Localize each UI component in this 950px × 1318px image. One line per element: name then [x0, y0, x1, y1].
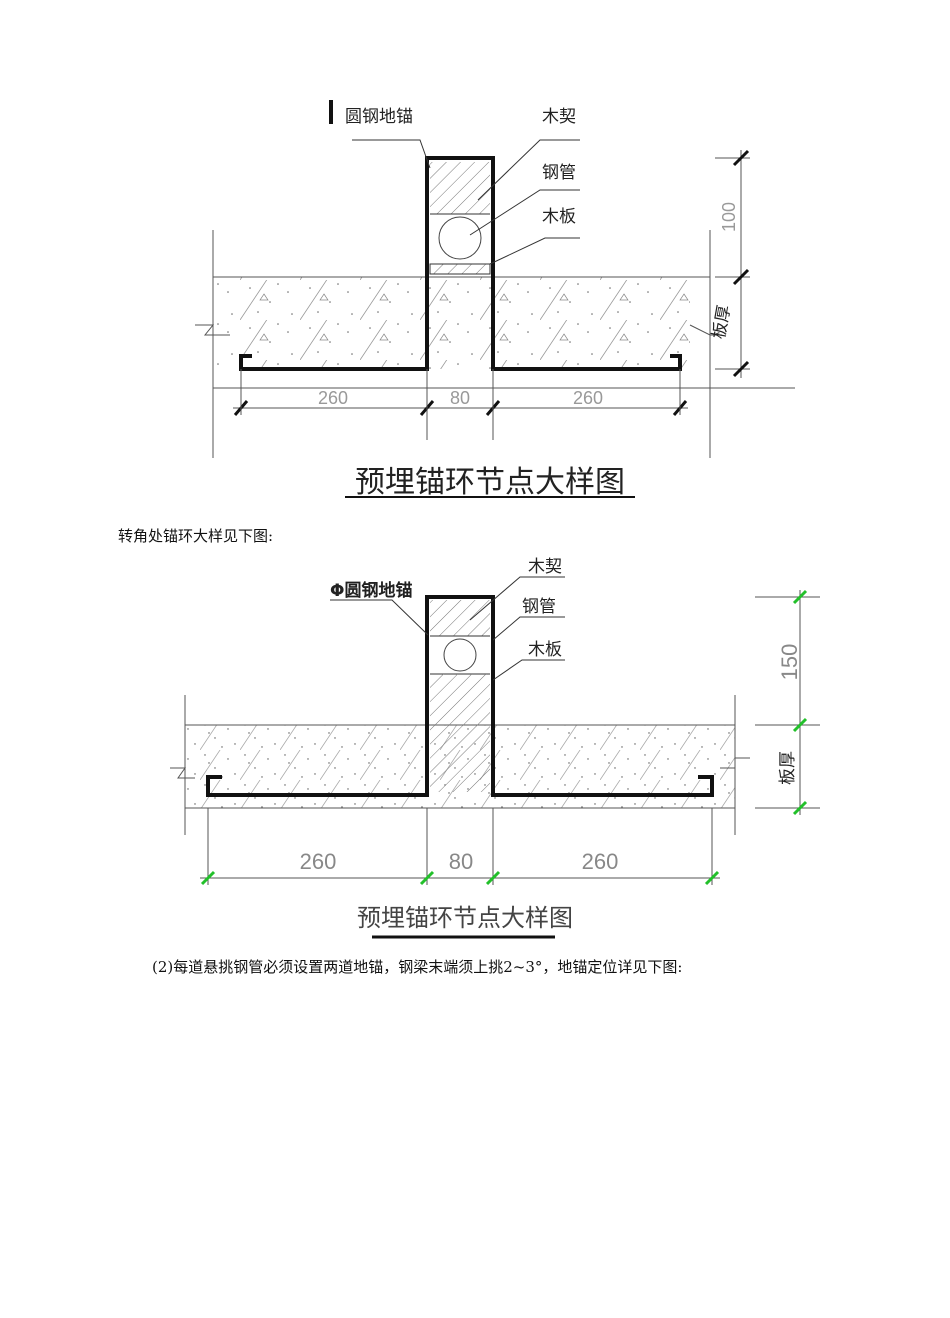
figure-1-anchor-detail: 圆钢地锚 木契 钢管 木板 260 80 260 100 板厚 预埋锚环节点大样… — [195, 100, 795, 500]
steel-pipe — [443, 638, 477, 672]
wood-wedge — [430, 162, 490, 214]
label-wood-wedge: 木契 — [528, 557, 562, 577]
label-wood-wedge: 木契 — [542, 107, 576, 127]
figure-2-corner-anchor-detail: Φ圆钢地锚 木契 钢管 木板 260 80 260 150 板厚 预埋锚环节点大… — [170, 557, 820, 939]
dim-left: 260 — [318, 388, 348, 408]
label-wood-board: 木板 — [528, 640, 562, 660]
label-round-steel-anchor: Φ圆钢地锚 — [330, 580, 412, 601]
dim-height: 150 — [777, 644, 802, 681]
figure-2-title: 预埋锚环节点大样图 — [357, 904, 573, 932]
dim-right: 260 — [573, 388, 603, 408]
dim-left: 260 — [300, 849, 337, 874]
paragraph-anchor-requirements: (2)每道悬挑钢管必须设置两道地锚，钢梁末端须上挑2~3°，地锚定位详见下图: — [152, 958, 683, 976]
label-steel-pipe: 钢管 — [542, 163, 576, 183]
dim-height: 100 — [719, 202, 739, 232]
wood-board — [430, 674, 490, 792]
steel-pipe — [438, 216, 482, 260]
dim-middle: 80 — [449, 849, 473, 874]
label-round-steel-anchor: 圆钢地锚 — [345, 107, 413, 127]
figure-1-title: 预埋锚环节点大样图 — [355, 465, 625, 500]
dim-middle: 80 — [450, 388, 470, 408]
concrete-slab — [213, 277, 690, 369]
round-steel-anchor — [239, 156, 682, 371]
caption-corner-anchor: 转角处锚环大样见下图: — [118, 527, 274, 545]
label-wood-board: 木板 — [542, 207, 576, 227]
dim-slab-thickness: 板厚 — [778, 751, 798, 785]
dim-right: 260 — [582, 849, 619, 874]
round-steel-anchor — [206, 595, 714, 797]
wood-board — [429, 263, 491, 275]
dim-slab-thickness: 板厚 — [709, 304, 735, 341]
label-steel-pipe: 钢管 — [522, 597, 556, 617]
